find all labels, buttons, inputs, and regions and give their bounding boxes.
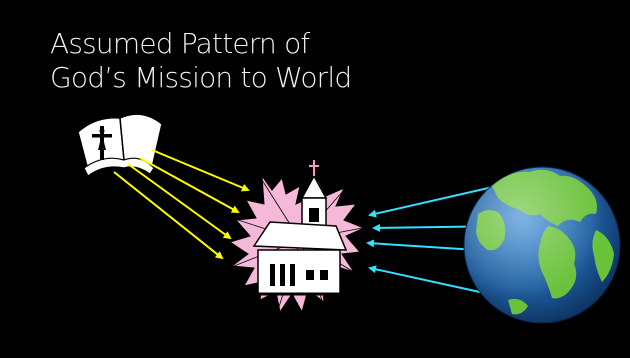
earth-icon [463,166,621,324]
church-icon [228,160,366,314]
bible-icon [77,113,163,177]
title-line-1: Assumed Pattern of [50,27,310,60]
cyan-arrow-1 [368,183,507,218]
title-line-2: God’s Mission to World [50,61,352,94]
yellow-arrow-1 [151,149,250,192]
bible-to-church-arrows [113,149,250,260]
yellow-arrow-3 [127,163,232,240]
cyan-arrow-4 [368,265,499,297]
yellow-arrow-4 [113,171,224,260]
earth-to-church-arrows [366,183,513,297]
yellow-arrow-2 [139,157,240,213]
slide-title: Assumed Pattern of God’s Mission to Worl… [50,27,470,95]
